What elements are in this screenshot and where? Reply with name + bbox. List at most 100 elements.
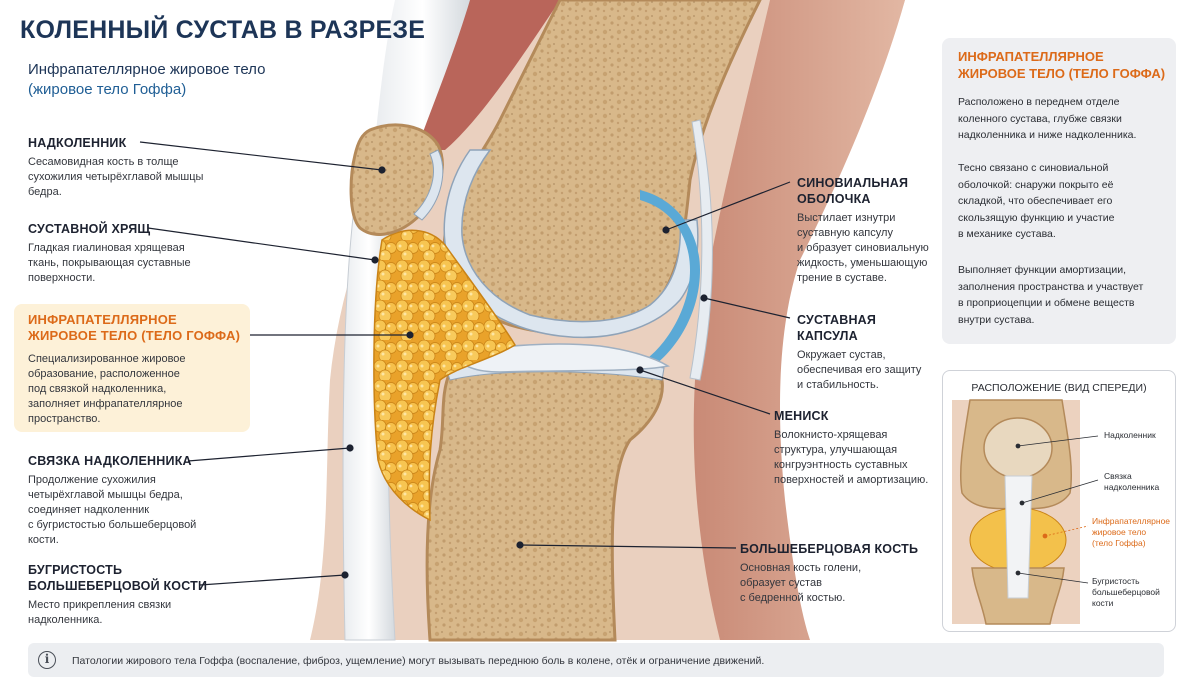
desc-line: поверхности.: [28, 272, 96, 284]
desc-line: Гладкая гиалиновая хрящевая: [28, 242, 185, 254]
label-cartilage-title: СУСТАВНОЙ ХРЯЩ: [28, 222, 151, 236]
label-hoffa-title: ИНФРАПАТЕЛЛЯРНОЕ ЖИРОВОЕ ТЕЛО (ТЕЛО ГОФФ…: [28, 312, 248, 344]
desc-line: Сесамовидная кость в толще: [28, 156, 179, 168]
desc-line: конгруэнтность суставных: [774, 459, 908, 471]
title-line: ЖИРОВОЕ ТЕЛО (ТЕЛО ГОФФА): [28, 328, 241, 343]
mini-label-patella: Надколенник: [1104, 430, 1156, 441]
mini-label-line: Надколенник: [1104, 430, 1156, 440]
posterior-muscle: [693, 0, 905, 640]
title-line: БОЛЬШЕБЕРЦОВОЙ КОСТИ: [28, 579, 208, 593]
title-line: ИНФРАПАТЕЛЛЯРНОЕ: [958, 49, 1104, 64]
label-capsule-desc: Окружает сустав, обеспечивая его защиту …: [797, 348, 937, 393]
desc-line: Продолжение сухожилия: [28, 474, 156, 486]
mini-label-line: надколенника: [1104, 482, 1160, 492]
footer-note: [28, 643, 1164, 677]
desc-line: соединяет надколенник: [28, 504, 150, 516]
desc-line: Выстилает изнутри: [797, 212, 896, 224]
desc-line: Волокнисто-хрящевая: [774, 429, 888, 441]
info-panel-title: ИНФРАПАТЕЛЛЯРНОЕ ЖИРОВОЕ ТЕЛО (ТЕЛО ГОФФ…: [958, 48, 1165, 82]
left-leader-lines: [139, 141, 414, 586]
mini-label-line: кости: [1092, 598, 1114, 608]
patellar-cartilage: [413, 149, 444, 221]
label-joint-capsule: СУСТАВНАЯ КАПСУЛА Окружает сустав, обесп…: [797, 312, 937, 393]
label-meniscus: МЕНИСК Волокнисто-хрящевая структура, ул…: [774, 408, 939, 488]
label-meniscus-title: МЕНИСК: [774, 409, 829, 423]
joint-capsule: [689, 119, 713, 381]
desc-line: заполняет инфрапателлярное: [28, 398, 183, 410]
info-paragraph-3: Выполняет функции амортизации, заполнени…: [958, 262, 1168, 328]
desc-line: образование, расположенное: [28, 368, 180, 380]
paragraph-line: надколенника и ниже надколенника.: [958, 129, 1137, 141]
label-tibia: БОЛЬШЕБЕРЦОВАЯ КОСТЬ Основная кость голе…: [740, 541, 935, 606]
label-patella-desc: Сесамовидная кость в толще сухожилия чет…: [28, 155, 248, 200]
desc-line: и стабильность.: [797, 379, 879, 391]
hoffa-fat-pad: [373, 229, 517, 522]
label-articular-cartilage: СУСТАВНОЙ ХРЯЩ Гладкая гиалиновая хрящев…: [28, 221, 248, 286]
desc-line: Основная кость голени,: [740, 562, 862, 574]
desc-line: Специализированное жировое: [28, 353, 186, 365]
desc-line: образует сустав: [740, 577, 822, 589]
desc-line: с бугристостью большеберцовой: [28, 519, 197, 531]
label-hoffa-desc: Специализированное жировое образование, …: [28, 352, 248, 427]
paragraph-line: скользящую функцию и участие: [958, 211, 1115, 224]
subtitle-line-1: Инфрапателлярное жировое тело: [28, 61, 266, 78]
desc-line: под связкой надколенника,: [28, 383, 167, 395]
label-synovial-title: СИНОВИАЛЬНАЯ ОБОЛОЧКА: [797, 175, 937, 207]
label-tibial-tuberosity: БУГРИСТОСТЬ БОЛЬШЕБЕРЦОВОЙ КОСТИ Место п…: [28, 562, 248, 628]
desc-line: сухожилия четырёхглавой мышцы: [28, 171, 204, 183]
label-hoffa-fat-pad: ИНФРАПАТЕЛЛЯРНОЕ ЖИРОВОЕ ТЕЛО (ТЕЛО ГОФФ…: [28, 312, 248, 427]
desc-line: с бедренной костью.: [740, 592, 846, 604]
label-synovial-desc: Выстилает изнутри суставную капсулу и об…: [797, 211, 937, 286]
label-tuberosity-title: БУГРИСТОСТЬ БОЛЬШЕБЕРЦОВОЙ КОСТИ: [28, 562, 248, 594]
label-tibia-desc: Основная кость голени, образует сустав с…: [740, 561, 935, 606]
desc-line: поверхностей и амортизацию.: [774, 474, 929, 486]
paragraph-line: в механике сустава.: [958, 228, 1056, 240]
subtitle-line-2: (жировое тело Гоффа): [28, 81, 187, 98]
front-view-knee-illustration: [952, 399, 1099, 625]
label-patella: НАДКОЛЕННИК Сесамовидная кость в толще с…: [28, 135, 248, 200]
mini-label-line: жировое тело: [1092, 527, 1147, 537]
quadriceps-tendon: [375, 0, 470, 140]
paragraph-line: коленного сустава, глубже связки: [958, 112, 1122, 125]
mini-label-line: Бугристость: [1092, 576, 1140, 586]
desc-line: надколенника.: [28, 614, 103, 626]
paragraph-line: в проприоцепции и обмене веществ: [958, 297, 1135, 309]
highlight-box-hoffa: [14, 304, 250, 432]
desc-line: трение в суставе.: [797, 272, 887, 284]
info-icon: i: [38, 651, 56, 669]
patella-bone: [349, 123, 444, 236]
desc-line: суставную капсулу: [797, 227, 893, 239]
desc-line: и образует синовиальную: [797, 242, 929, 254]
page-subtitle: Инфрапателлярное жировое тело (жировое т…: [28, 60, 265, 100]
title-line: СИНОВИАЛЬНАЯ: [797, 176, 909, 190]
label-ligament-desc: Продолжение сухожилия четырёхглавой мышц…: [28, 473, 248, 548]
label-patella-title: НАДКОЛЕННИК: [28, 136, 127, 150]
paragraph-line: оболочкой: снаружи покрыто её: [958, 178, 1114, 191]
paragraph-line: Расположено в переднем отделе: [958, 96, 1120, 108]
desc-line: структура, улучшающая: [774, 444, 898, 456]
mini-label-hoffa: Инфрапателлярное жировое тело (тело Гофф…: [1092, 516, 1170, 549]
desc-line: Место прикрепления связки: [28, 599, 172, 611]
paragraph-line: складкой, что обеспечивает его: [958, 195, 1113, 207]
desc-line: обеспечивая его защиту: [797, 364, 922, 376]
mini-label-tuberosity: Бугристость большеберцовой кости: [1092, 576, 1160, 609]
title-line: БУГРИСТОСТЬ: [28, 563, 123, 577]
info-paragraph-2: Тесно связано с синовиальной оболочкой: …: [958, 160, 1168, 243]
paragraph-line: Выполняет функции амортизации,: [958, 264, 1126, 276]
mini-label-line: (тело Гоффа): [1092, 538, 1146, 548]
paragraph-line: Тесно связано с синовиальной: [958, 162, 1109, 174]
desc-line: бедра.: [28, 186, 62, 198]
mini-label-patellar-ligament: Связка надколенника: [1104, 471, 1159, 493]
title-line: ЖИРОВОЕ ТЕЛО (ТЕЛО ГОФФА): [958, 66, 1166, 81]
mini-label-line: Инфрапателлярное: [1092, 516, 1171, 526]
desc-line: кости.: [28, 534, 59, 546]
mini-label-line: большеберцовой: [1092, 587, 1160, 597]
label-capsule-title: СУСТАВНАЯ КАПСУЛА: [797, 313, 877, 343]
info-paragraph-1: Расположено в переднем отделе коленного …: [958, 94, 1168, 144]
label-tibia-title: БОЛЬШЕБЕРЦОВАЯ КОСТЬ: [740, 542, 919, 556]
label-meniscus-desc: Волокнисто-хрящевая структура, улучшающа…: [774, 428, 939, 488]
title-line: ОБОЛОЧКА: [797, 192, 871, 206]
mini-label-line: Связка: [1104, 471, 1132, 481]
info-panel: [942, 38, 1176, 344]
